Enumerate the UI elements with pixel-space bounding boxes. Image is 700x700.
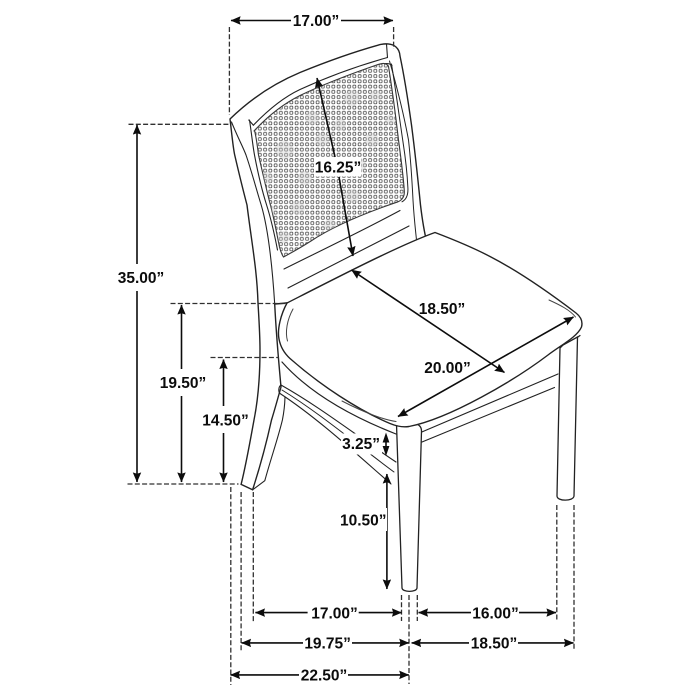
svg-text:35.00”: 35.00” [118,270,165,287]
svg-text:17.00”: 17.00” [311,605,358,622]
svg-text:18.50”: 18.50” [419,301,466,318]
svg-text:16.00”: 16.00” [472,605,519,622]
svg-text:19.50”: 19.50” [160,375,207,392]
svg-text:16.25”: 16.25” [315,160,362,177]
svg-text:20.00”: 20.00” [424,360,471,377]
svg-text:3.25”: 3.25” [342,436,380,453]
svg-text:10.50”: 10.50” [340,513,387,530]
svg-text:19.75”: 19.75” [304,636,351,653]
svg-text:17.00”: 17.00” [293,13,340,30]
svg-text:22.50”: 22.50” [301,668,348,685]
svg-text:18.50”: 18.50” [471,636,518,653]
svg-text:14.50”: 14.50” [202,413,249,430]
